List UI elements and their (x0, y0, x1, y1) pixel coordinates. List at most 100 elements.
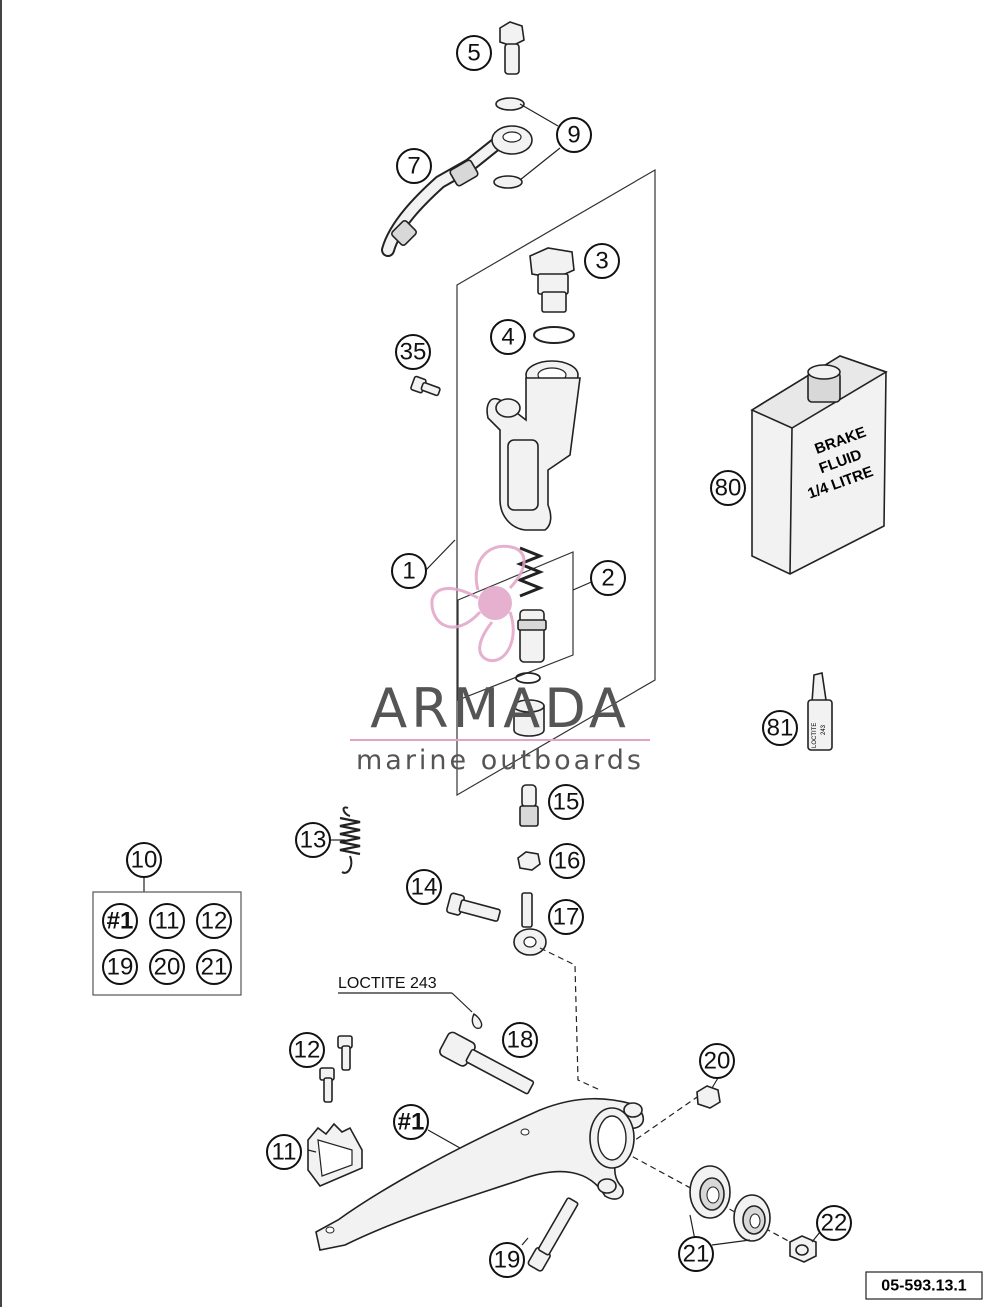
piston-kit (513, 546, 547, 737)
washer-top (495, 97, 525, 111)
callout-18: 18 (502, 1022, 538, 1058)
svg-text:9: 9 (567, 122, 580, 149)
svg-text:80: 80 (715, 475, 742, 502)
callout-10: 10 (126, 842, 162, 878)
svg-text:35: 35 (400, 339, 427, 366)
svg-text:#1: #1 (398, 1109, 425, 1136)
loctite-note: LOCTITE 243 (338, 975, 437, 992)
kit-item-4: 19 (102, 949, 138, 985)
svg-text:20: 20 (154, 954, 181, 981)
push-rod (519, 784, 539, 827)
callout-4: 4 (490, 319, 526, 355)
callout-22: 22 (816, 1205, 852, 1241)
svg-text:12: 12 (201, 908, 228, 935)
return-spring (339, 806, 361, 874)
svg-text:7: 7 (407, 153, 420, 180)
callout-16: 16 (549, 843, 585, 879)
callout-19: 19 (489, 1242, 525, 1278)
svg-text:3: 3 (595, 248, 608, 275)
bearings (689, 1165, 771, 1242)
pedal-pivot-bolt (439, 1031, 535, 1095)
loctite-bottle-text-1: LOCTITE (812, 723, 818, 748)
callout-15: 15 (548, 784, 584, 820)
svg-text:2: 2 (601, 565, 614, 592)
callout-11: 11 (266, 1134, 302, 1170)
svg-text:81: 81 (767, 715, 794, 742)
callout-13: 13 (295, 822, 331, 858)
master-cylinder-frame (456, 168, 656, 797)
loctite-bottle (807, 672, 833, 751)
callout-1: 1 (391, 553, 427, 589)
svg-text:21: 21 (683, 1241, 710, 1268)
lock-nut (696, 1085, 721, 1109)
callout-81: 81 (762, 710, 798, 746)
figure-code: 05-593.13.1 (881, 1278, 967, 1295)
svg-text:19: 19 (107, 954, 134, 981)
o-ring (533, 326, 575, 344)
svg-text:17: 17 (553, 904, 580, 931)
svg-text:4: 4 (501, 324, 514, 351)
banjo-bolt (499, 21, 525, 75)
callout-5: 5 (456, 35, 492, 71)
piston-kit-frame (457, 551, 574, 701)
svg-text:14: 14 (411, 874, 438, 901)
kit-item-3: 12 (196, 903, 232, 939)
callout-2: 2 (590, 560, 626, 596)
svg-text:22: 22 (821, 1210, 848, 1237)
svg-text:20: 20 (704, 1048, 731, 1075)
svg-text:#1: #1 (107, 908, 134, 935)
assembly-guide-dashed-2 (627, 1094, 701, 1146)
cap-nut (789, 1235, 817, 1263)
loctite-bottle-text-2: 243 (821, 724, 827, 735)
svg-text:15: 15 (553, 789, 580, 816)
figure-code-box (865, 1271, 983, 1300)
svg-text:18: 18 (507, 1027, 534, 1054)
callout-14: 14 (406, 869, 442, 905)
svg-text:10: 10 (131, 847, 158, 874)
watermark-tagline: marine outboards (356, 745, 644, 776)
assembly-guide-dashed (539, 947, 601, 1091)
watermark-name: ARMADA (370, 677, 630, 740)
brake-pedal-lever (315, 1097, 644, 1251)
spring-bolt (527, 1197, 579, 1272)
small-screws (319, 1035, 353, 1103)
svg-text:5: 5 (467, 40, 480, 67)
hex-nut (517, 851, 541, 871)
callout-20: 20 (699, 1043, 735, 1079)
svg-text:11: 11 (155, 908, 180, 935)
kit-item-6: 21 (196, 949, 232, 985)
pedal-step (307, 1122, 363, 1187)
brake-hose (381, 125, 533, 257)
svg-text:21: 21 (201, 954, 228, 981)
leader-lines (143, 103, 821, 1246)
svg-text:13: 13 (300, 827, 327, 854)
svg-text:19: 19 (494, 1247, 521, 1274)
svg-text:16: 16 (554, 848, 581, 875)
callout-pedal-1: #1 (393, 1104, 429, 1140)
svg-text:12: 12 (294, 1037, 321, 1064)
master-cylinder-body (486, 360, 581, 531)
callout-7: 7 (396, 148, 432, 184)
clevis-eye-rod (513, 892, 547, 956)
callout-80: 80 (710, 470, 746, 506)
brake-fluid-container (750, 355, 888, 575)
kit-item-1: #1 (102, 903, 138, 939)
callout-17: 17 (548, 899, 584, 935)
washer-bottom (493, 175, 523, 189)
pivot-bolt (446, 892, 501, 922)
svg-text:11: 11 (272, 1139, 297, 1166)
callout-21: 21 (678, 1236, 714, 1272)
svg-text:1: 1 (402, 558, 415, 585)
watermark-logo (430, 544, 526, 663)
kit-item-5: 20 (149, 949, 185, 985)
reservoir-cap (529, 247, 575, 313)
callout-9: 9 (556, 117, 592, 153)
loctite-drop (471, 1012, 483, 1029)
small-screw (410, 375, 441, 397)
callout-3: 3 (584, 243, 620, 279)
callout-35: 35 (395, 334, 431, 370)
callout-12: 12 (289, 1032, 325, 1068)
kit-item-2: 11 (149, 903, 185, 939)
